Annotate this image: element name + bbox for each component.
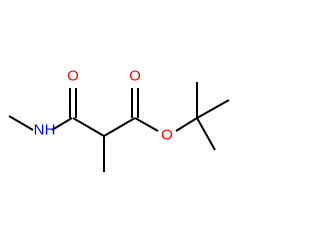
nitrogen-label: N — [34, 122, 45, 139]
amide-hydrogen-label: H — [45, 122, 56, 139]
bond-amide-carbon-alpha-carbon — [72, 117, 105, 137]
bond-tbutyl-methyl-down — [196, 117, 216, 151]
bond-alpha-carbon-ester-carbon — [103, 117, 136, 137]
molecule-structure-diagram: N H O O O — [8, 68, 230, 172]
ester-carbonyl-oxygen-label: O — [129, 68, 141, 85]
ester-oxygen-label: O — [161, 127, 173, 144]
bond-tbutyl-methyl-right — [196, 99, 230, 119]
nitrogen-atom: N H — [34, 122, 56, 139]
bond-ester-carbon-ester-oxygen — [134, 117, 159, 132]
bond-ester-oxygen-quaternary-carbon — [175, 117, 198, 132]
bond-nmethyl-n — [8, 115, 34, 131]
amide-carbonyl-oxygen-label: O — [67, 68, 79, 85]
bond-n-amide-carbon — [51, 117, 73, 131]
